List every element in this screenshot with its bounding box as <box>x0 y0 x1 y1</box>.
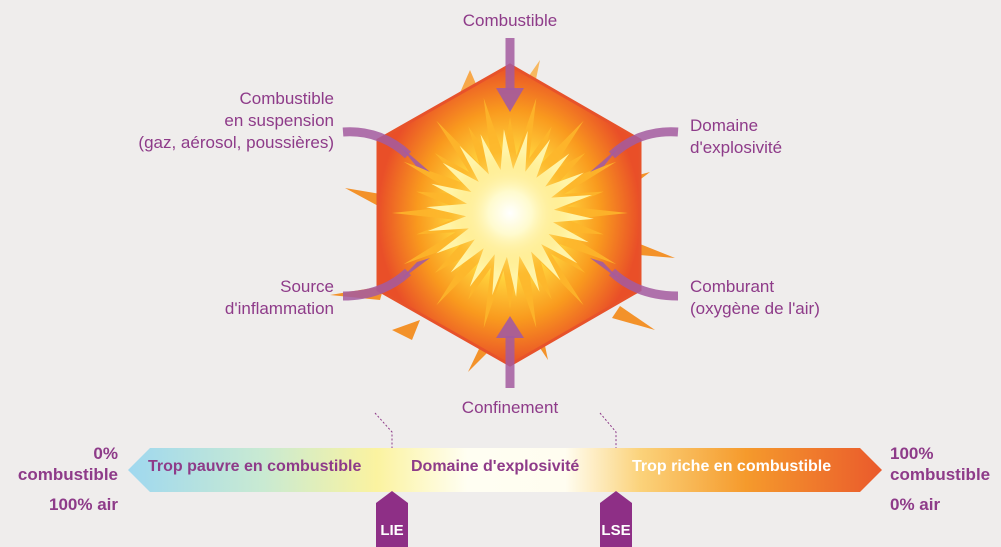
concentration-band <box>128 448 882 492</box>
label-domaine-explosivite: Domaine d'explosivité <box>690 116 783 157</box>
lse-marker-label: LSE <box>601 522 631 539</box>
band-label-too-lean: Trop pauvre en combustible <box>148 458 362 475</box>
scale-right-top: 100% combustible <box>890 444 991 484</box>
arrowhead-bottom-left <box>399 258 430 281</box>
arrowheads <box>399 88 621 338</box>
label-confinement: Confinement <box>461 398 559 417</box>
arrowhead-top-left <box>400 146 430 172</box>
label-combustible: Combustible <box>462 11 558 30</box>
band-label-too-rich: Trop riche en combustible <box>632 458 832 475</box>
arrowhead-bottom <box>496 316 524 338</box>
lie-marker-label: LIE <box>380 522 404 539</box>
label-comburant: Comburant (oxygène de l'air) <box>690 277 820 318</box>
arrow-top-left <box>342 127 412 159</box>
arrow-bottom-right <box>608 268 679 301</box>
scale-right-bottom: 0% air <box>890 495 941 514</box>
arrow-top-right <box>608 127 679 159</box>
lie-marker-shape <box>376 491 408 547</box>
scale-left-top: 0% combustible <box>17 444 118 484</box>
arrowhead-top-right <box>590 146 620 172</box>
arrows <box>342 38 679 388</box>
label-combustible-suspension: Combustible en suspension (gaz, aérosol,… <box>138 89 334 152</box>
label-source-inflammation: Source d'inflammation <box>224 277 334 318</box>
arrow-bottom-left <box>342 268 412 301</box>
scale-left-bottom: 100% air <box>49 495 118 514</box>
burst-core <box>448 151 572 275</box>
arrowhead-top <box>496 88 524 112</box>
lse-marker-shape <box>600 491 632 547</box>
arrowhead-bottom-right <box>590 258 621 281</box>
band-label-explosive-range: Domaine d'explosivité <box>411 458 580 475</box>
